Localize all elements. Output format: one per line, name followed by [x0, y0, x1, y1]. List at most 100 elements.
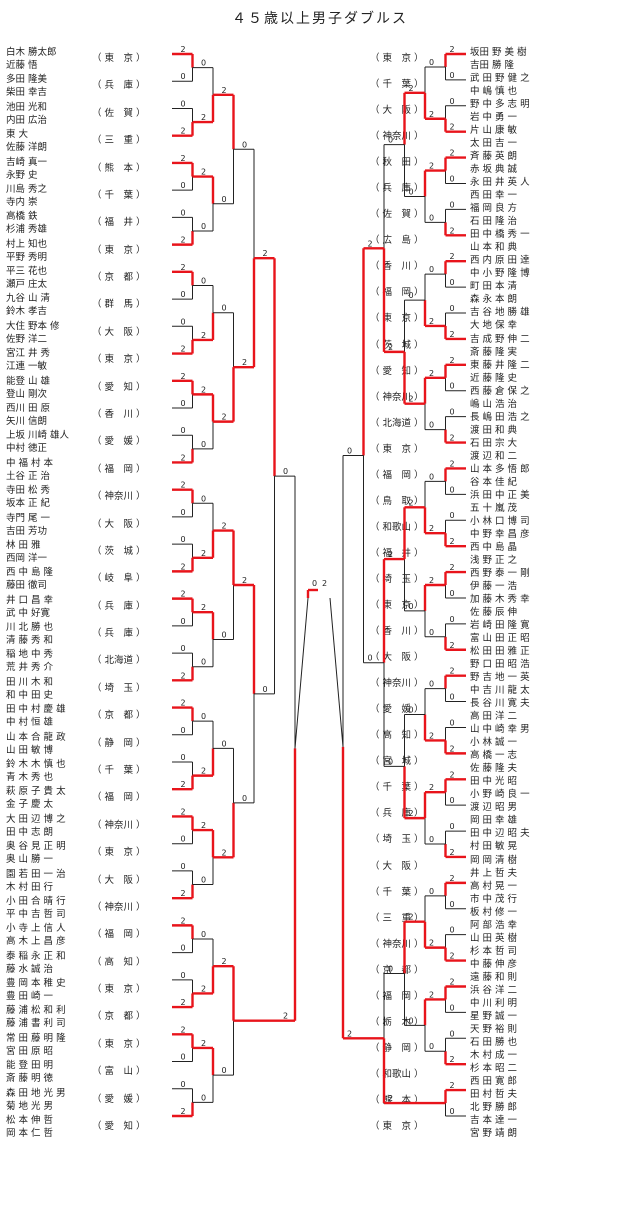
- set-score: 0: [181, 535, 186, 544]
- prefecture: （ 佐 賀 ）: [370, 209, 424, 221]
- set-score: 2: [181, 481, 186, 490]
- player-name: 萩 原 子 貴 太: [6, 786, 66, 798]
- player-name: 野 吉 地 一 英: [470, 672, 530, 684]
- player-name: 上坂 川崎 雄人: [6, 430, 70, 442]
- player-pair: 田 中 村 慶 雄中 村 恒 雄（ 京 都 ）: [6, 703, 176, 729]
- player-name: 西 中 島 隆: [6, 567, 54, 579]
- set-score: 2: [409, 395, 414, 404]
- player-pair: 野 中 多 志 明岩 中 勇 一（ 大 阪 ）: [370, 98, 640, 124]
- set-score: 0: [181, 99, 186, 108]
- player-pair: 稲 地 中 秀荒 井 秀 介（ 北海道 ）: [6, 648, 176, 674]
- player-name: 野 口 田 昭 浩: [470, 659, 530, 671]
- set-score: 0: [201, 930, 206, 939]
- set-score: 0: [201, 440, 206, 449]
- set-score: 0: [429, 680, 434, 689]
- set-score: 0: [450, 718, 455, 727]
- prefecture: （ 福 岡 ）: [92, 463, 146, 475]
- player-name: 片 山 康 敏: [470, 125, 518, 137]
- set-score: 0: [222, 1066, 227, 1075]
- set-score: 2: [450, 45, 455, 54]
- player-pair: 杉 本 昭 二西 田 寛 郎（ 和歌山 ）: [370, 1062, 640, 1088]
- player-pair: 中 藤 伸 彦遠 藤 和 則（ 京 都 ）: [370, 958, 640, 984]
- player-name: 渡 辺 和 二: [470, 450, 518, 462]
- player-pair: 藤 浦 松 和 利藤 浦 書 利 司（ 京 都 ）: [6, 1004, 176, 1030]
- prefecture: （ 神奈川 ）: [92, 901, 146, 913]
- final-line: [294, 597, 309, 749]
- player-pair: 吉 成 野 伸 二斎 藤 隆 実（ 茨 城 ）: [370, 333, 640, 359]
- set-score: 2: [181, 998, 186, 1007]
- player-name: 西 田 幸 一: [470, 190, 518, 202]
- set-score: 2: [222, 413, 227, 422]
- set-score: 2: [242, 576, 247, 585]
- player-name: 吉田 勝 隆: [470, 60, 515, 71]
- set-score: 0: [450, 200, 455, 209]
- player-name: 坂田 野 美 樹: [470, 47, 527, 58]
- player-name: 永野 史: [6, 169, 38, 181]
- prefecture: （ 愛 媛 ）: [92, 1093, 146, 1105]
- player-name: 杉浦 秀雄: [6, 224, 48, 236]
- player-name: 天 野 裕 則: [470, 1023, 518, 1035]
- prefecture: （ 兵 庫 ）: [92, 628, 146, 640]
- prefecture: （ 静 岡 ）: [370, 1042, 424, 1054]
- set-score: 0: [450, 693, 455, 702]
- set-score: 0: [409, 1016, 414, 1025]
- player-name: 中 吉 川 龍 太: [470, 685, 530, 697]
- set-score: 2: [201, 168, 206, 177]
- player-name: 豊 岡 本 稚 史: [6, 978, 66, 990]
- set-score: 2: [450, 641, 455, 650]
- player-name: 菊 地 光 男: [6, 1100, 54, 1112]
- set-score: 2: [429, 990, 434, 999]
- player-pair: 松 田 田 雅 正野 口 田 昭 浩（ 大 阪 ）: [370, 645, 640, 671]
- set-score: 0: [181, 181, 186, 190]
- player-pair: 常 田 藤 明 隆宮 田 原 昭（ 東 京 ）: [6, 1032, 176, 1058]
- player-name: 小 野 崎 良 一: [470, 789, 530, 801]
- set-score: 0: [450, 1003, 455, 1012]
- set-score: 2: [181, 562, 186, 571]
- set-score: 2: [222, 86, 227, 95]
- player-name: 藤 浦 書 利 司: [6, 1018, 66, 1030]
- player-name: 田 中 橋 秀 一: [470, 229, 530, 241]
- prefecture: （ 兵 庫 ）: [92, 600, 146, 612]
- player-pair: 山 中 崎 幸 男小 林 誠 一（ 高 知 ）: [370, 723, 640, 749]
- player-name: 稲 地 中 秀: [6, 649, 54, 661]
- player-name: 能登 山 雄: [6, 375, 51, 387]
- prefecture: （ 大 阪 ）: [92, 518, 146, 530]
- player-name: 吉 成 野 伸 二: [470, 333, 530, 345]
- player-name: 西川 田 原: [6, 403, 51, 414]
- player-pair: 星 野 誠 一天 野 裕 則（ 栃 木 ）: [370, 1010, 640, 1036]
- player-pair: 斉 藤 英 朗赤 坂 典 誠（ 秋 田 ）: [370, 150, 640, 176]
- prefecture: （ 埼 玉 ）: [370, 573, 424, 585]
- prefecture: （ 東 京 ）: [92, 53, 146, 64]
- set-score: 0: [201, 276, 206, 285]
- set-score: 0: [181, 1080, 186, 1089]
- player-name: 大住 野本 修: [6, 320, 60, 332]
- prefecture: （ 三 重 ）: [370, 912, 424, 924]
- player-name: 村 田 敏 晃: [470, 841, 518, 853]
- set-score: 2: [450, 1055, 455, 1064]
- prefecture: （ 熊 本 ）: [370, 1094, 424, 1106]
- player-name: 宮江 井 秀: [6, 348, 51, 360]
- player-pair: 山 田 英 樹杉 本 哲 司（ 神奈川 ）: [370, 932, 640, 958]
- prefecture: （ 佐 賀 ）: [92, 107, 146, 119]
- set-score: 2: [450, 848, 455, 857]
- set-score: 0: [450, 97, 455, 106]
- prefecture: （ 京 都 ）: [92, 710, 146, 722]
- set-score: 2: [450, 952, 455, 961]
- player-name: 山 本 合 龍 政: [6, 731, 66, 743]
- prefecture: （ 福 岡 ）: [370, 287, 424, 299]
- player-name: 木 村 成 一: [470, 1049, 518, 1061]
- player-name: 木 村 田 行: [6, 881, 54, 893]
- set-score: 2: [450, 252, 455, 261]
- player-name: 吉 本 達 一: [470, 1115, 518, 1126]
- prefecture: （ 東 京 ）: [370, 1121, 424, 1132]
- player-pair: 鈴 木 木 慎 也青 木 秀 也（ 千 葉 ）: [6, 758, 176, 784]
- prefecture: （ 千 葉 ）: [92, 189, 146, 201]
- set-score: 2: [429, 576, 434, 585]
- set-score: 0: [347, 446, 352, 455]
- set-score: 0: [450, 408, 455, 417]
- set-score: 2: [181, 372, 186, 381]
- prefecture: （ 福 井 ）: [370, 547, 424, 559]
- player-name: 山 中 崎 幸 男: [470, 724, 530, 736]
- set-score: 0: [450, 926, 455, 935]
- player-name: 田 中 辺 昭 夫: [470, 828, 530, 840]
